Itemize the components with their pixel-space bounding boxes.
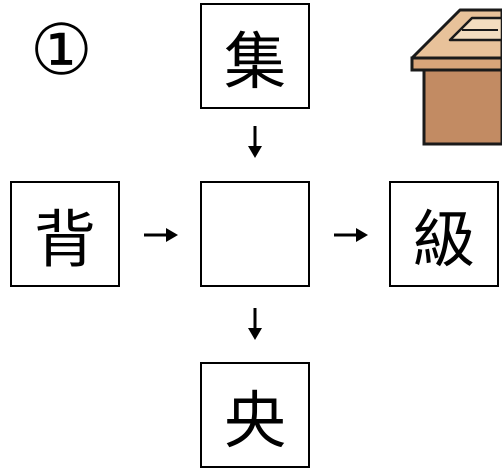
arrow-right-icon [144, 228, 178, 242]
kanji-box-bottom: 央 [200, 362, 310, 468]
answer-box[interactable] [200, 181, 310, 287]
desk-icon [410, 8, 502, 146]
kanji-box-right: 級 [389, 181, 499, 287]
arrow-down-icon [248, 308, 262, 340]
kanji-box-top: 集 [200, 3, 310, 109]
arrow-right-icon [334, 228, 368, 242]
question-number: ① [30, 9, 93, 91]
kanji-box-left: 背 [10, 181, 120, 287]
arrow-down-icon [248, 126, 262, 158]
